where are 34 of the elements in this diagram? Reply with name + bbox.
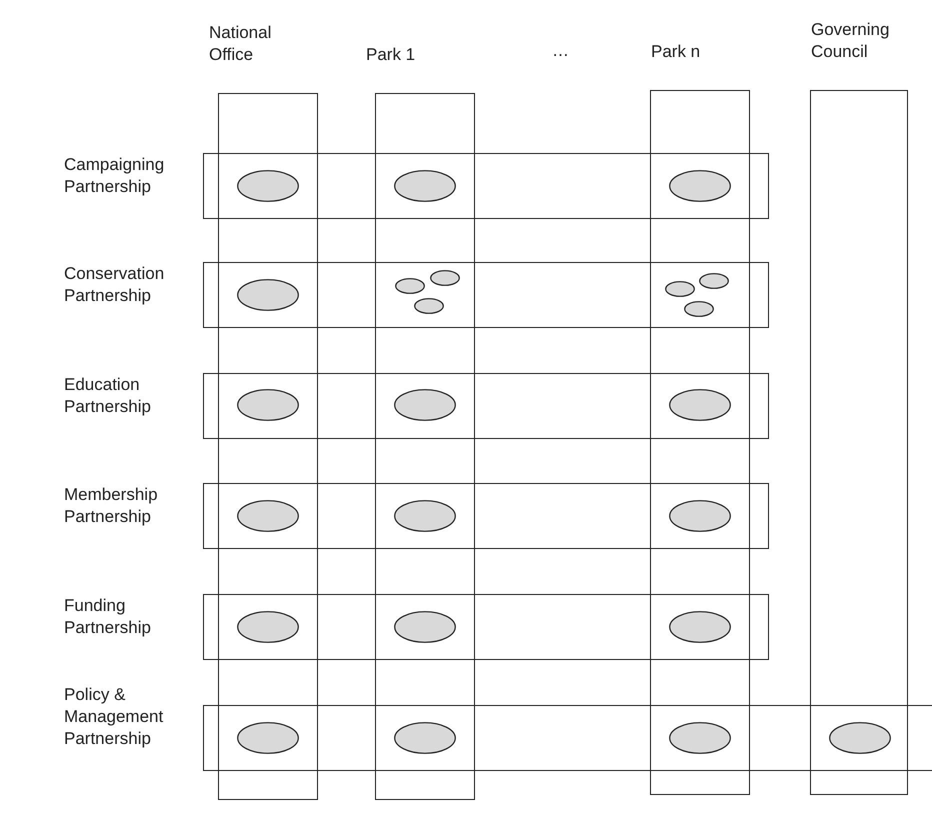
oval-shape <box>237 611 299 643</box>
oval-shape <box>665 281 695 297</box>
row-label: Policy & Management Partnership <box>64 684 164 750</box>
oval-shape <box>669 611 731 643</box>
oval-shape <box>237 279 299 311</box>
oval-shape <box>684 301 714 317</box>
oval-shape <box>394 389 456 421</box>
oval-shape <box>669 170 731 202</box>
column-heading: National Office <box>209 22 272 66</box>
column-heading: Governing Council <box>811 19 890 63</box>
oval-shape <box>669 500 731 532</box>
oval-shape <box>237 722 299 754</box>
oval-shape <box>829 722 891 754</box>
row-label: Campaigning Partnership <box>64 154 166 198</box>
oval-shape <box>237 389 299 421</box>
oval-shape <box>237 500 299 532</box>
oval-shape <box>430 270 460 286</box>
oval-shape <box>394 611 456 643</box>
oval-shape <box>414 298 444 314</box>
row-label: Education Partnership <box>64 374 152 418</box>
oval-shape <box>669 722 731 754</box>
oval-shape <box>394 500 456 532</box>
row-label: Membership Partnership <box>64 484 159 528</box>
row-label: Conservation Partnership <box>64 263 166 307</box>
oval-shape <box>237 170 299 202</box>
oval-shape <box>669 389 731 421</box>
column-heading: Park n <box>651 41 702 63</box>
oval-shape <box>394 722 456 754</box>
ellipsis-label: … <box>552 40 569 62</box>
oval-shape <box>395 278 425 294</box>
oval-shape <box>699 273 729 289</box>
column-heading: Park 1 <box>366 44 416 66</box>
oval-shape <box>394 170 456 202</box>
row-label: Funding Partnership <box>64 595 152 639</box>
